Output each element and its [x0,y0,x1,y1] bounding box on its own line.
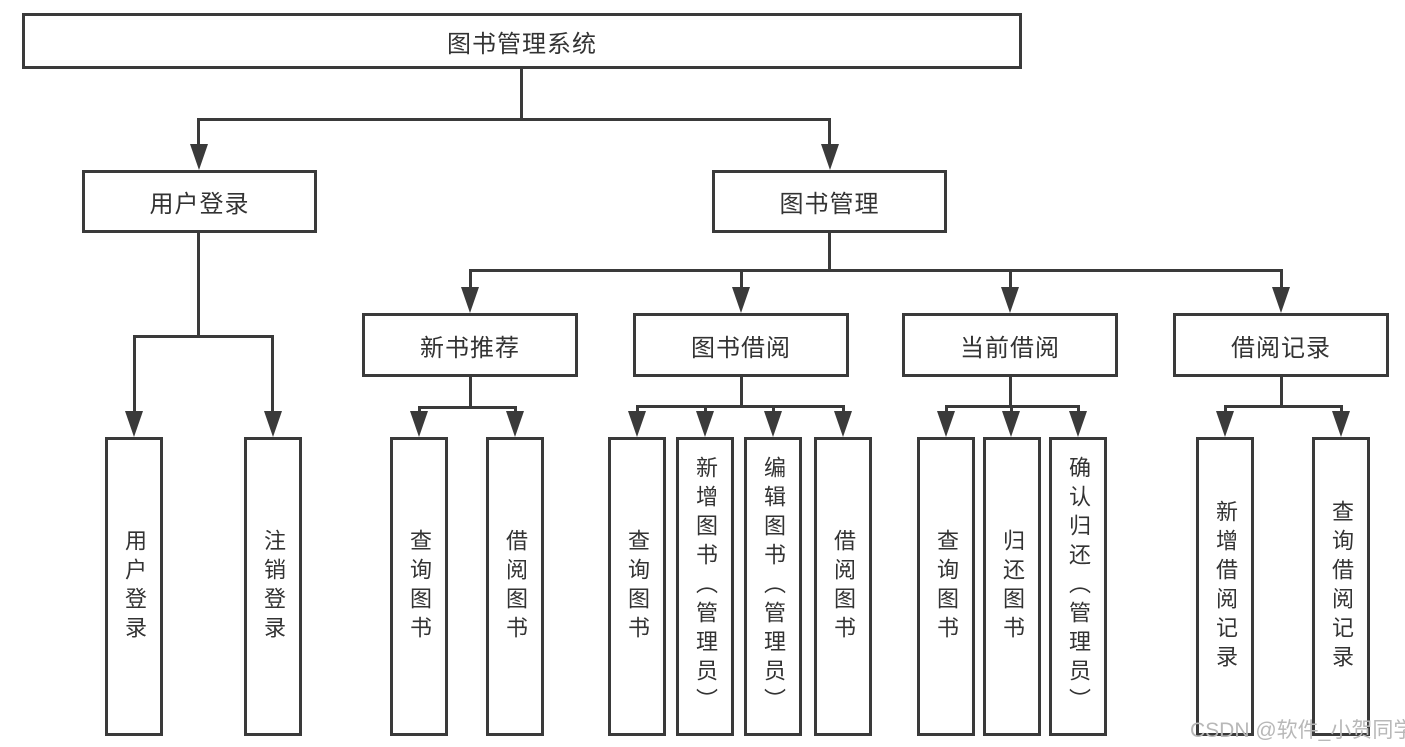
connector-recommend-stem [469,377,472,408]
connector-login-stem [197,233,200,335]
csdn-watermark: CSDN @软件_小贺同学 [1190,719,1405,742]
connector-root-stem [520,69,523,120]
arrow-down-icon [834,411,852,437]
leaf-add-borrow-record: 新增借阅记录 [1196,437,1254,736]
leaf-query-book-recommend: 查询图书 [390,437,448,736]
node-book-management: 图书管理 [712,170,947,233]
leaf-logout: 注销登录 [244,437,302,736]
connector-current-stem [1009,377,1012,407]
arrow-down-icon [1332,411,1350,437]
arrow-down-icon [1002,411,1020,437]
connector-borrow-drop-1 [636,405,639,415]
connector-login-drop-left [133,335,136,413]
connector-root-drop-right [828,118,831,146]
connector-borrow-stem [740,377,743,407]
arrow-down-icon [1216,411,1234,437]
connector-mgmt-bar [469,269,1282,272]
connector-borrow-drop-3 [772,405,775,415]
connector-records-drop-2 [1340,405,1343,415]
arrow-down-icon [190,144,208,170]
leaf-query-book-current: 查询图书 [917,437,975,736]
node-book-borrow: 图书借阅 [633,313,849,377]
leaf-return-book: 归还图书 [983,437,1041,736]
connector-root-bar [197,118,830,121]
arrow-down-icon [732,287,750,313]
connector-current-drop-2 [1010,405,1013,415]
leaf-user-login: 用户登录 [105,437,163,736]
arrow-down-icon [264,411,282,437]
leaf-borrow-book-recommend: 借阅图书 [486,437,544,736]
connector-mgmt-drop-3 [1009,269,1012,289]
leaf-query-borrow-record: 查询借阅记录 [1312,437,1370,736]
leaf-query-book-borrow: 查询图书 [608,437,666,736]
node-root: 图书管理系统 [22,13,1022,69]
connector-recommend-bar [418,406,517,409]
connector-borrow-drop-2 [704,405,707,415]
arrow-down-icon [628,411,646,437]
connector-mgmt-drop-2 [740,269,743,289]
leaf-edit-book-admin: 编辑图书（管理员） [744,437,802,736]
connector-recommend-drop-2 [514,406,517,415]
connector-records-drop-1 [1224,405,1227,415]
leaf-borrow-book: 借阅图书 [814,437,872,736]
connector-current-drop-1 [945,405,948,415]
connector-mgmt-stem [828,233,831,271]
connector-recommend-drop-1 [418,406,421,415]
connector-mgmt-drop-1 [469,269,472,289]
arrow-down-icon [1272,287,1290,313]
node-new-book-recommend: 新书推荐 [362,313,578,377]
node-user-login: 用户登录 [82,170,317,233]
leaf-confirm-return-admin: 确认归还（管理员） [1049,437,1107,736]
connector-current-drop-3 [1077,405,1080,415]
arrow-down-icon [764,411,782,437]
connector-mgmt-drop-4 [1280,269,1283,289]
connector-borrow-bar [636,405,845,408]
arrow-down-icon [821,144,839,170]
arrow-down-icon [696,411,714,437]
arrow-down-icon [410,411,428,437]
connector-root-drop-left [197,118,200,146]
arrow-down-icon [1001,287,1019,313]
arrow-down-icon [1069,411,1087,437]
connector-records-bar [1224,405,1342,408]
arrow-down-icon [937,411,955,437]
node-borrow-records: 借阅记录 [1173,313,1389,377]
leaf-add-book-admin: 新增图书（管理员） [676,437,734,736]
node-current-borrow: 当前借阅 [902,313,1118,377]
connector-login-drop-right [271,335,274,413]
arrow-down-icon [125,411,143,437]
connector-records-stem [1280,377,1283,407]
arrow-down-icon [506,411,524,437]
arrow-down-icon [461,287,479,313]
connector-borrow-drop-4 [842,405,845,415]
connector-login-bar [133,335,274,338]
